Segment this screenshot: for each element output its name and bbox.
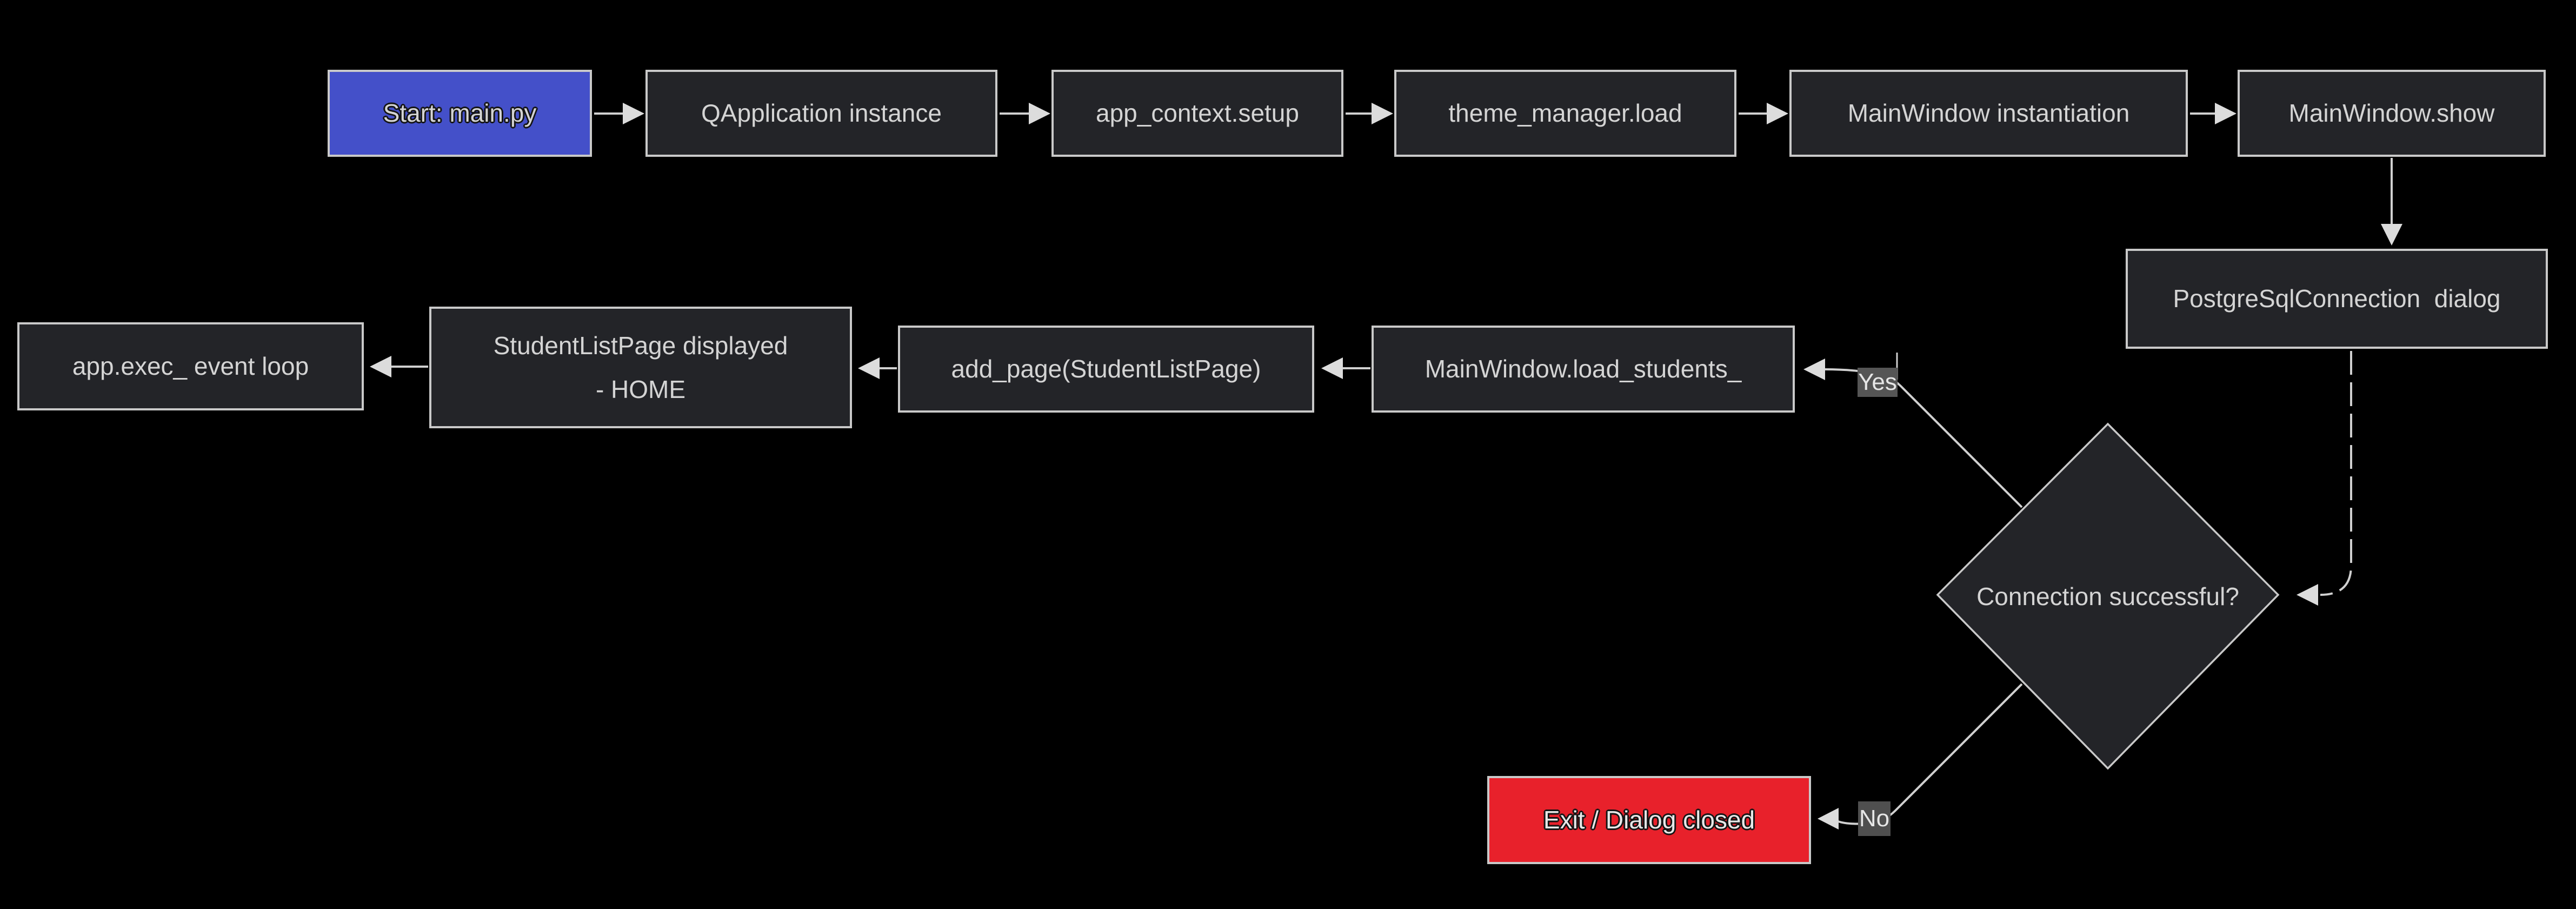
node-studentlistpage-displayed: StudentListPage displayed - HOME [429,307,852,428]
node-load-students-label: MainWindow.load_students_ [1425,354,1742,383]
node-student-list-label-line1: StudentListPage displayed [493,331,788,360]
node-exit-dialog-closed: Exit / Dialog closed [1487,776,1811,864]
node-qapplication-label: QApplication instance [701,98,942,127]
edge-label-yes: Yes [1858,368,1898,397]
node-decision-connection-successful: Connection successful? [1938,564,2278,629]
edge-studentlist-appexec [370,356,428,377]
decision-label: Connection successful? [1976,582,2239,611]
node-student-list-label-line2: - HOME [595,375,686,403]
node-mainwindow-show-label: MainWindow.show [2288,98,2495,127]
node-start-label: Start: main.py [383,98,537,127]
edge-label-yes-text: Yes [1858,369,1897,395]
node-mainwindow-inst-label: MainWindow instantiation [1847,98,2130,127]
edge-addpage-studentlist [858,357,897,379]
edge-decision-exit-no [1818,683,2023,830]
edge-mainwindowshow-dialog [2381,158,2402,246]
node-dialog-label: PostgreSqlConnection dialog [2173,284,2501,313]
node-mainwindow-instantiation: MainWindow instantiation [1789,70,2188,157]
edge-loadstudents-addpage [1321,357,1370,379]
node-app-exec-label: app.exec_ event loop [72,351,309,380]
node-mainwindow-show: MainWindow.show [2238,70,2546,157]
edge-label-no-text: No [1859,805,1890,832]
edge-thememanager-mainwindowinst [1739,103,1788,124]
edge-label-no: No [1858,801,1891,836]
edge-mainwindowinst-mainwindowshow [2190,103,2236,124]
node-start: Start: main.py [328,70,592,157]
node-mainwindow-load-students: MainWindow.load_students_ [1372,326,1795,413]
node-exit-label: Exit / Dialog closed [1543,805,1755,834]
node-app-context-setup: app_context.setup [1051,70,1343,157]
node-add-page-label: add_page(StudentListPage) [951,354,1261,383]
node-add-page-studentlistpage: add_page(StudentListPage) [898,326,1314,413]
edge-appcontext-thememanager [1346,103,1393,124]
node-app-exec-event-loop: app.exec_ event loop [17,322,364,410]
node-app-context-label: app_context.setup [1096,98,1299,127]
decision-diamond-shape [1936,422,2280,770]
edge-decision-loadstudents-yes [1803,353,2023,508]
edge-qapplication-appcontext [1000,103,1050,124]
node-theme-manager-label: theme_manager.load [1448,98,1682,127]
node-theme-manager-load: theme_manager.load [1394,70,1736,157]
node-postgresql-connection-dialog: PostgreSqlConnection dialog [2126,249,2548,349]
edge-dialog-decision [2297,351,2352,606]
edge-start-qapplication [594,103,644,124]
node-qapplication-instance: QApplication instance [645,70,997,157]
